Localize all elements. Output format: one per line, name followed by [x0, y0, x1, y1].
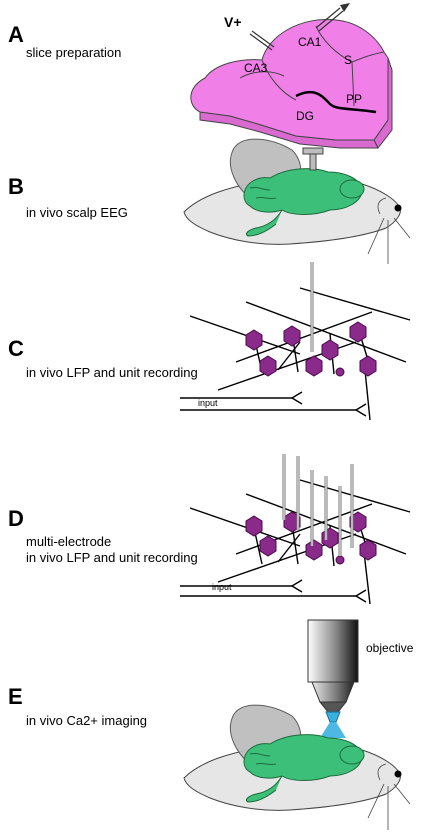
- panel-c-input-label: input: [198, 398, 218, 408]
- pp-label: PP: [346, 92, 362, 106]
- mouse-eeg: [183, 138, 411, 264]
- panel-c-caption: in vivo LFP and unit recording: [26, 365, 198, 380]
- mouse-imaging: [183, 704, 411, 830]
- panel-d-input-label: input: [212, 582, 232, 592]
- panel-b-caption: in vivo scalp EEG: [26, 205, 128, 220]
- ca3-label: CA3: [244, 61, 268, 75]
- panel-e-letter: E: [8, 684, 23, 709]
- panel-a-caption: slice preparation: [26, 45, 122, 60]
- microscope-objective: [307, 619, 359, 738]
- panel-d-letter: D: [8, 506, 24, 531]
- panel-a-letter: A: [8, 22, 24, 47]
- vplus-label: V+: [224, 14, 242, 30]
- network-d: [180, 454, 411, 605]
- panel-e-caption: in vivo Ca2+ imaging: [26, 713, 148, 728]
- panel-b-letter: B: [8, 174, 24, 199]
- panel-c-letter: C: [8, 336, 24, 361]
- s-label: S: [344, 53, 352, 67]
- dg-label: DG: [296, 109, 314, 123]
- objective-label: objective: [366, 641, 414, 655]
- panel-d-caption-line1: multi-electrode: [26, 534, 112, 549]
- ca1-label: CA1: [298, 35, 322, 49]
- network-c: [180, 262, 411, 421]
- panel-d-caption-line2: in vivo LFP and unit recording: [26, 550, 198, 565]
- hippocampal-slice: [190, 3, 393, 149]
